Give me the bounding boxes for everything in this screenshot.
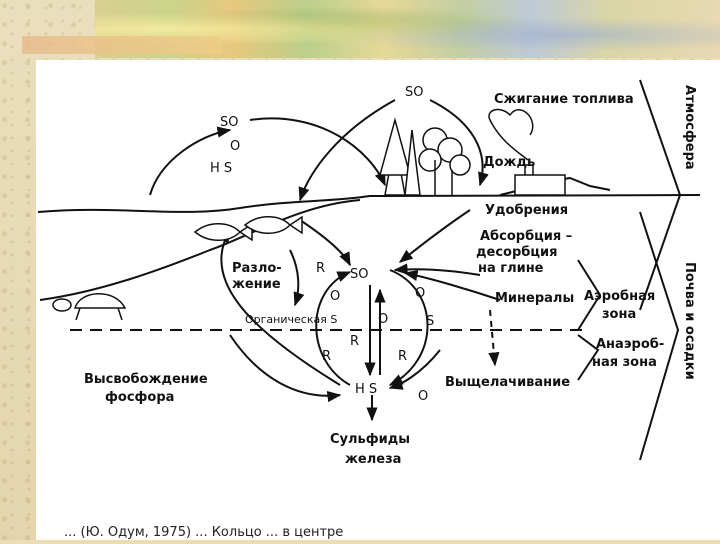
arrow-h2s-up xyxy=(218,228,341,386)
caption: ... (Ю. Одум, 1975) ... Кольцо ... в цен… xyxy=(64,525,344,540)
r-label-4: R xyxy=(398,349,407,364)
anaerobic-bracket xyxy=(577,334,600,381)
fertilizer-label: Удобрения xyxy=(485,203,568,218)
trees xyxy=(379,117,471,196)
fish xyxy=(193,215,303,242)
so2-top-label: SO xyxy=(405,85,423,100)
arrow-leaching xyxy=(488,309,500,367)
arrow-air-to-soil xyxy=(298,99,396,202)
arrow-so2-down xyxy=(249,117,386,187)
arrow-phosphorus xyxy=(229,334,342,403)
header-banner xyxy=(95,0,720,58)
arrow-absorption xyxy=(393,263,481,276)
organic-label: Органическая S xyxy=(245,313,337,326)
turtle xyxy=(52,293,127,321)
arrow-decomp xyxy=(289,249,305,307)
arrow-minerals xyxy=(403,269,501,301)
phosphorus-label-2: фосфора xyxy=(105,390,174,405)
aerobic-label-1: Аэробная xyxy=(584,289,655,304)
arrow-lake-to-center xyxy=(299,219,351,267)
sulfides-label-2: железа xyxy=(345,452,401,467)
decomp-label-1: Разло- xyxy=(232,261,282,276)
leaching-label: Выщелачивание xyxy=(445,375,570,390)
o-label-2: O xyxy=(415,286,425,301)
h2s-center-label: H S xyxy=(355,382,377,397)
o-label-3: O xyxy=(418,389,428,404)
o-center-label: O xyxy=(378,312,388,327)
aerobic-bracket xyxy=(577,259,602,331)
arrow-fertilizer xyxy=(398,209,471,263)
lake-bottom xyxy=(39,199,361,301)
absorption-label: Абсорбция – xyxy=(480,229,572,244)
on-clay-label: на глине xyxy=(478,261,544,276)
so2-left-label: SO xyxy=(220,115,238,130)
header-band xyxy=(22,36,222,54)
arrow-h2s-to-so2 xyxy=(149,126,232,196)
sulfides-label-1: Сульфиды xyxy=(330,432,410,447)
phosphorus-label-1: Высвобождение xyxy=(84,372,208,387)
atmosphere-label: Атмосфера xyxy=(682,85,697,170)
soil-bracket xyxy=(639,211,680,461)
fuel-label: Сжигание топлива xyxy=(494,92,634,107)
h2s-left-label: H S xyxy=(210,161,232,176)
r-label-3: R xyxy=(322,349,331,364)
soil-label: Почва и осадки xyxy=(682,262,697,380)
rain-label: Дождь xyxy=(483,155,535,170)
ground-line xyxy=(37,194,701,213)
factory xyxy=(488,108,566,196)
arrow-so2-rain xyxy=(429,99,489,187)
sulfur-cycle-diagram: SO SO O H S Сжигание топлива Дождь Удобр… xyxy=(37,79,701,467)
anaerobic-label-2: ная зона xyxy=(592,355,657,370)
anaerobic-label-1: Анаэроб- xyxy=(596,337,664,352)
s-center-label: S xyxy=(426,314,434,329)
atmosphere-bracket xyxy=(639,79,682,311)
r-label-1: R xyxy=(316,261,325,276)
o-label-1: O xyxy=(330,289,340,304)
so4-center-label: SO xyxy=(350,267,368,282)
o-left-label: O xyxy=(230,139,240,154)
diagram-panel: SO SO O H S Сжигание топлива Дождь Удобр… xyxy=(36,60,720,540)
desorption-label: десорбция xyxy=(476,245,557,260)
r-label-2: R xyxy=(350,334,359,349)
aerobic-label-2: зона xyxy=(602,307,636,322)
cycle-left xyxy=(315,271,352,386)
arrow-to-h2s xyxy=(388,349,441,390)
decomp-label-2: жение xyxy=(232,277,281,292)
minerals-label: Минералы xyxy=(495,291,574,306)
